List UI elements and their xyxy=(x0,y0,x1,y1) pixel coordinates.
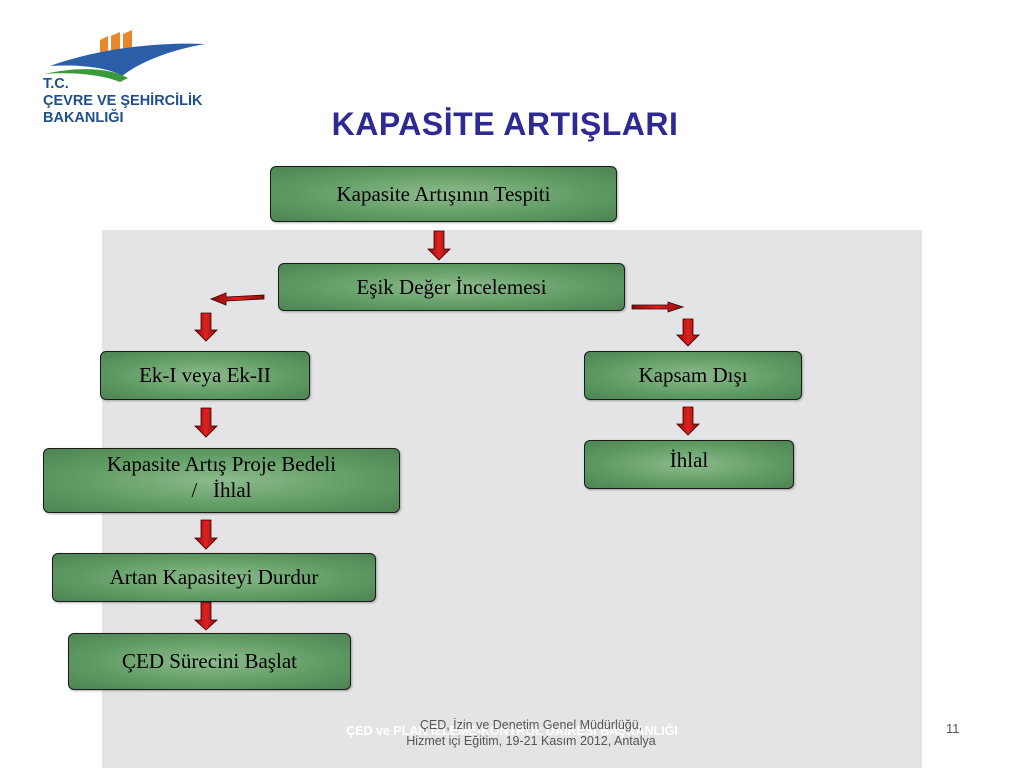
node-label: Kapasite Artış Proje Bedeli / İhlal xyxy=(106,452,337,503)
node-kapasite-artis-proje-bedeli: Kapasite Artış Proje Bedeli / İhlal xyxy=(43,448,400,513)
node-label: Artan Kapasiteyi Durdur xyxy=(109,565,319,590)
logo-swoosh-blue xyxy=(50,43,205,76)
ministry-logo xyxy=(44,30,205,82)
logo-text: T.C. ÇEVRE VE ŞEHİRCİLİK BAKANLIĞI xyxy=(43,76,203,127)
page-number: 11 xyxy=(946,721,960,736)
logo-line-1: T.C. xyxy=(43,76,69,92)
slide-title: KAPASİTE ARTIŞLARI xyxy=(331,106,679,142)
arrow-esik-to-left xyxy=(209,292,265,306)
footer-line-1: ÇED, İzin ve Denetim Genel Müdürlüğü, xyxy=(419,718,643,732)
arrow-ek-to-proje xyxy=(194,407,218,438)
arrow-esik-to-right xyxy=(631,301,685,313)
node-label: ÇED Sürecini Başlat xyxy=(122,649,297,674)
node-label: Ek-I veya Ek-II xyxy=(139,363,271,388)
node-label: Eşik Değer İncelemesi xyxy=(356,274,547,299)
arrow-proje-to-durdur xyxy=(194,519,218,550)
node-esik-deger-incelemesi: Eşik Değer İncelemesi xyxy=(278,263,625,311)
node-kapsam-disi: Kapsam Dışı xyxy=(584,351,802,400)
arrow-right-down-to-kapsam xyxy=(676,318,700,347)
arrow-tespit-to-esik xyxy=(427,230,451,261)
footer-event-text: ÇED, İzin ve Denetim Genel Müdürlüğü, Hi… xyxy=(376,717,686,749)
node-label: Kapasite Artışının Tespiti xyxy=(336,181,551,206)
logo-line-3: BAKANLIĞI xyxy=(43,110,124,126)
logo-swoosh-green xyxy=(44,69,128,82)
node-ced-surecini-baslat: ÇED Sürecini Başlat xyxy=(68,633,351,690)
node-kapasite-artis-tespiti: Kapasite Artışının Tespiti xyxy=(270,166,617,222)
node-ek-i-veya-ek-ii: Ek-I veya Ek-II xyxy=(100,351,310,400)
node-label: Kapsam Dışı xyxy=(638,363,748,388)
arrow-durdur-to-ced xyxy=(193,601,219,631)
node-ihlal: İhlal xyxy=(584,440,794,489)
node-artan-kapasiteyi-durdur: Artan Kapasiteyi Durdur xyxy=(52,553,376,602)
logo-line-2: ÇEVRE VE ŞEHİRCİLİK xyxy=(43,93,203,109)
arrow-kapsam-to-ihlal xyxy=(676,406,700,436)
footer-department-text: ÇED ve PLAN İZLEME-KONTROL DAİRESİ BAŞKA… xyxy=(346,724,678,738)
node-label: İhlal xyxy=(669,448,709,472)
arrow-left-down-to-ek xyxy=(194,312,218,342)
footer-line-2: Hizmet içi Eğitim, 19-21 Kasım 2012, Ant… xyxy=(406,734,656,748)
